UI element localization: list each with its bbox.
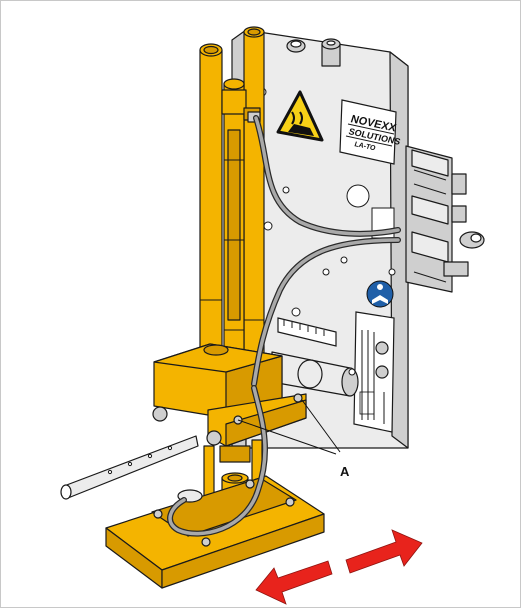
hot-surface-warning-icon: [276, 90, 324, 142]
double-direction-arrow-icon: [255, 529, 423, 605]
vertical-cylinders: [199, 26, 265, 381]
label-line-3: LA-TO: [353, 141, 376, 152]
valve-block: [405, 145, 485, 293]
pneumatic-hoses: [167, 115, 401, 537]
callout-a-label: A: [340, 464, 350, 479]
position-scale: [277, 317, 337, 347]
label-plate: NOVEXX SOLUTIONS LA-TO: [339, 99, 402, 165]
type-plate: [353, 311, 395, 433]
callout-a: A: [237, 399, 350, 479]
slide-carriage: [152, 343, 307, 447]
probe-rod: [60, 435, 199, 500]
read-manual-mandatory-icon: [366, 280, 394, 308]
